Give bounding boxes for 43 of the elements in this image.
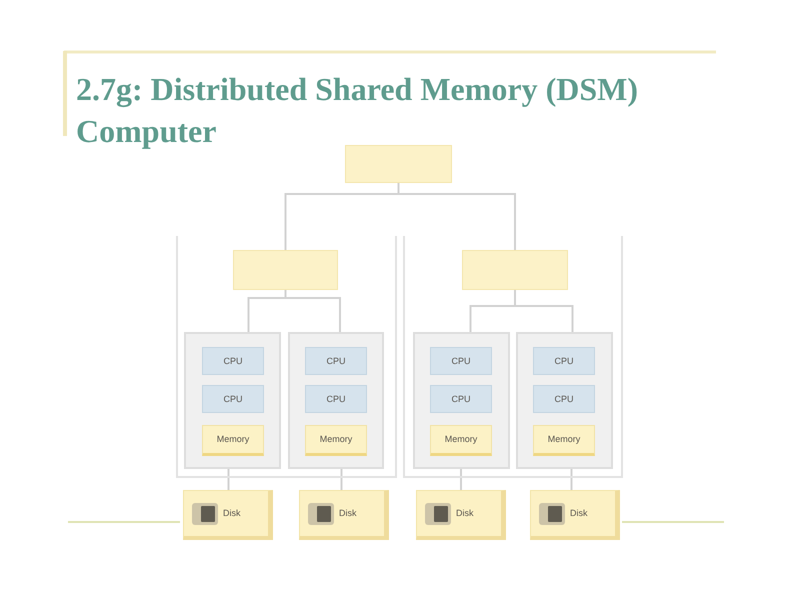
memory-box (430, 425, 492, 456)
cpu-label: CPU (223, 356, 242, 366)
connector-line (460, 469, 462, 490)
processor-box (202, 347, 264, 375)
memory-box (202, 425, 264, 456)
computer-panel (516, 332, 613, 469)
disk-label: Disk (223, 508, 240, 519)
computer-panel (288, 332, 384, 469)
hub-box (462, 250, 568, 290)
connector-line (284, 290, 341, 332)
cpu-label: CPU (554, 356, 574, 366)
memory-box (533, 425, 595, 456)
hub-box (233, 250, 338, 290)
processor-box (430, 347, 492, 375)
disk-label: Disk (339, 508, 356, 519)
disk-label: Disk (456, 508, 474, 519)
cpu-label: CPU (326, 394, 346, 404)
connector-line (340, 469, 342, 490)
memory-label: Memory (548, 434, 580, 445)
computer-panel (413, 332, 510, 469)
memory-label: Memory (216, 434, 250, 445)
connector-line (228, 469, 230, 490)
group-frame (403, 236, 623, 478)
cpu-label: CPU (223, 394, 242, 404)
connector-line (570, 469, 572, 490)
memory-box (305, 425, 367, 456)
hub-box (345, 145, 452, 183)
memory-label: Memory (320, 434, 352, 445)
processor-box (533, 385, 595, 413)
computer-panel (184, 332, 281, 469)
memory-label: Memory (444, 434, 478, 445)
cpu-label: CPU (451, 356, 470, 366)
processor-box (305, 385, 367, 413)
slide-title: 2.7g: Distributed Shared Memory (DSM) Computer (76, 70, 640, 151)
disk-label: Disk (570, 508, 588, 519)
processor-box (202, 385, 264, 413)
processor-box (533, 347, 595, 375)
processor-box (430, 385, 492, 413)
cpu-label: CPU (554, 394, 574, 404)
processor-box (305, 347, 367, 375)
group-frame (176, 236, 397, 478)
cpu-label: CPU (326, 356, 346, 366)
cpu-label: CPU (451, 394, 470, 404)
